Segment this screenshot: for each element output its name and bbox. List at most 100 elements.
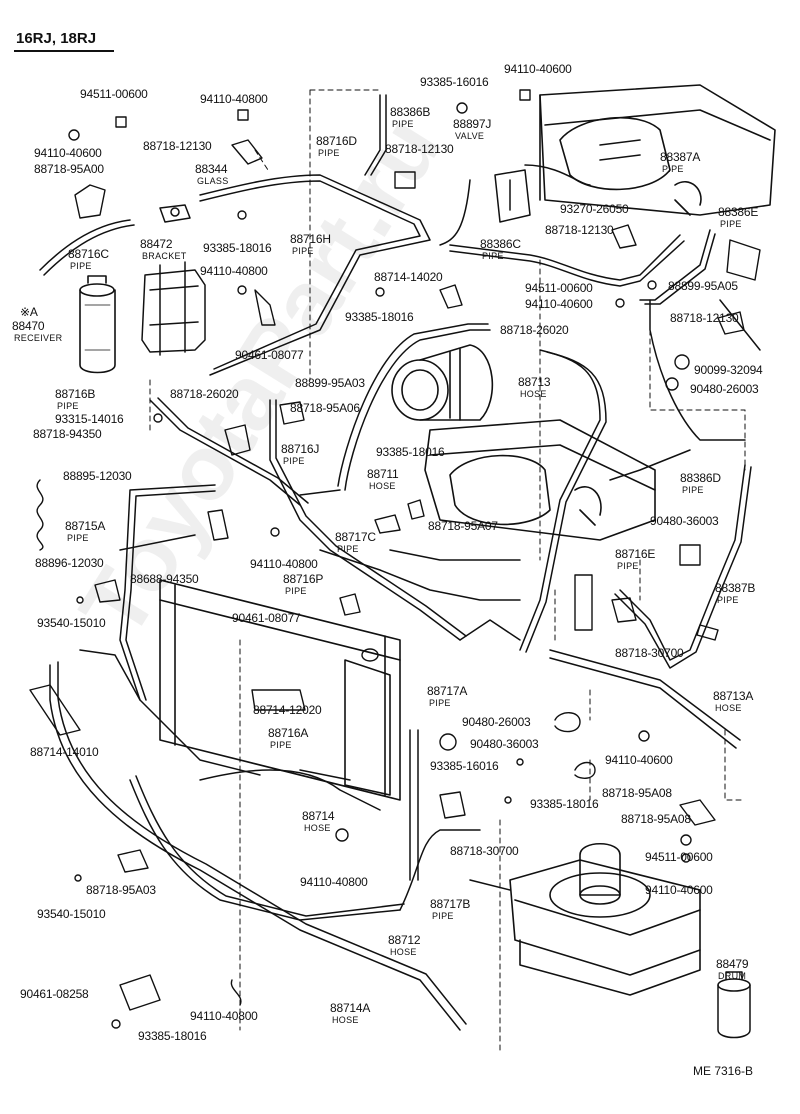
part-label: 88472: [140, 237, 173, 251]
part-label: 88718-95A06: [290, 401, 360, 415]
part-label: 93270-26050: [560, 202, 629, 216]
part-label: 88716D: [316, 134, 357, 148]
part-type-label: BRACKET: [142, 251, 187, 261]
part-type-label: PIPE: [662, 164, 684, 174]
part-type-label: PIPE: [717, 595, 739, 605]
part-type-label: PIPE: [432, 911, 454, 921]
hose-routing: [39, 94, 761, 1031]
diagram-code: ME 7316-B: [693, 1064, 754, 1078]
part-type-label: PIPE: [270, 740, 292, 750]
part-label: 94511-00600: [80, 87, 148, 101]
part-label: 93540-15010: [37, 616, 106, 630]
part-label: 88716P: [283, 572, 324, 586]
part-type-label: VALVE: [455, 131, 485, 141]
part-label: 88718-30700: [450, 844, 519, 858]
part-type-label: PIPE: [318, 148, 340, 158]
part-type-label: PIPE: [337, 544, 359, 554]
part-type-label: PIPE: [617, 561, 639, 571]
part-label: 94110-40800: [300, 875, 368, 889]
part-label: 93385-18016: [345, 310, 414, 324]
part-label: 88479: [716, 957, 749, 971]
part-label: 88714-14020: [374, 270, 443, 284]
part-label: 94110-40800: [250, 557, 318, 571]
part-type-label: HOSE: [520, 389, 547, 399]
part-label: 90480-26003: [462, 715, 531, 729]
part-label: 88897J: [453, 117, 492, 131]
part-type-label: HOSE: [332, 1015, 359, 1025]
part-label: 88386B: [390, 105, 431, 119]
part-label: 88712: [388, 933, 421, 947]
part-label: 90461-08077: [235, 348, 304, 362]
part-label: 88716C: [68, 247, 109, 261]
part-label: 94110-40800: [200, 92, 268, 106]
part-label: 94110-40800: [190, 1009, 258, 1023]
compressor: [391, 344, 494, 421]
part-label: 88387B: [715, 581, 756, 595]
part-label: 88718-26020: [170, 387, 239, 401]
part-label: 88386E: [718, 205, 759, 219]
part-label: 88718-12130: [545, 223, 614, 237]
hardware: [29, 89, 761, 1029]
part-label: 88713A: [713, 689, 754, 703]
receiver-drier: [79, 275, 116, 374]
part-label: 88714-12020: [253, 703, 322, 717]
part-label: 94511-00600: [645, 850, 713, 864]
part-label: 88716E: [615, 547, 656, 561]
part-type-label: HOSE: [369, 481, 396, 491]
part-label: 88386C: [480, 237, 521, 251]
blower-unit: [509, 843, 701, 996]
part-label: 88717C: [335, 530, 376, 544]
part-label: 88718-94350: [33, 427, 102, 441]
part-label: 88716J: [281, 442, 320, 456]
part-label: 93385-16016: [420, 75, 489, 89]
part-label: 88715A: [65, 519, 106, 533]
part-label: 88344: [195, 162, 228, 176]
part-label: 94511-00600: [525, 281, 593, 295]
part-label: 94110-40600: [605, 753, 673, 767]
part-label: 88718-30700: [615, 646, 684, 660]
header-underline: [14, 50, 114, 52]
condenser: [159, 579, 401, 801]
part-label: 93385-18016: [376, 445, 445, 459]
part-label-prefix: ※A: [20, 305, 38, 319]
part-label: 88899-95A05: [668, 279, 738, 293]
part-type-label: HOSE: [304, 823, 331, 833]
model-header: 16RJ, 18RJ: [16, 30, 97, 47]
part-label: 88718-95A00: [34, 162, 104, 176]
part-label: 88896-12030: [35, 556, 104, 570]
part-label: 88717B: [430, 897, 471, 911]
part-label: 90480-36003: [650, 514, 719, 528]
part-type-label: PIPE: [429, 698, 451, 708]
part-type-label: HOSE: [715, 703, 742, 713]
part-label: 88688-94350: [130, 572, 199, 586]
part-type-label: PIPE: [70, 261, 92, 271]
part-label: 88711: [367, 467, 399, 481]
part-label: 88470: [12, 319, 45, 333]
part-type-label: PIPE: [720, 219, 742, 229]
part-label: 90480-36003: [470, 737, 539, 751]
dashed-guides: [149, 89, 746, 1051]
part-label: 88713: [518, 375, 551, 389]
part-label: 88718-95A08: [602, 786, 672, 800]
part-label: 88716H: [290, 232, 331, 246]
part-type-label: PIPE: [57, 401, 79, 411]
part-label: 93385-18016: [530, 797, 599, 811]
part-label: 88716A: [268, 726, 309, 740]
part-label: 88717A: [427, 684, 468, 698]
part-label: 93385-18016: [138, 1029, 207, 1043]
part-type-label: GLASS: [197, 176, 229, 186]
drum-88479: [717, 971, 751, 1039]
part-label: 93540-15010: [37, 907, 106, 921]
part-type-label: PIPE: [292, 246, 314, 256]
part-type-label: RECEIVER: [14, 333, 63, 343]
part-type-label: PIPE: [283, 456, 305, 466]
part-label: 88718-95A03: [86, 883, 156, 897]
part-label: 94110-40600: [645, 883, 713, 897]
part-label: 94110-40600: [525, 297, 593, 311]
part-label: 94110-40600: [504, 62, 572, 76]
part-label: 94110-40800: [200, 264, 268, 278]
bracket-88472: [141, 261, 206, 356]
part-label: 93315-14016: [55, 412, 124, 426]
